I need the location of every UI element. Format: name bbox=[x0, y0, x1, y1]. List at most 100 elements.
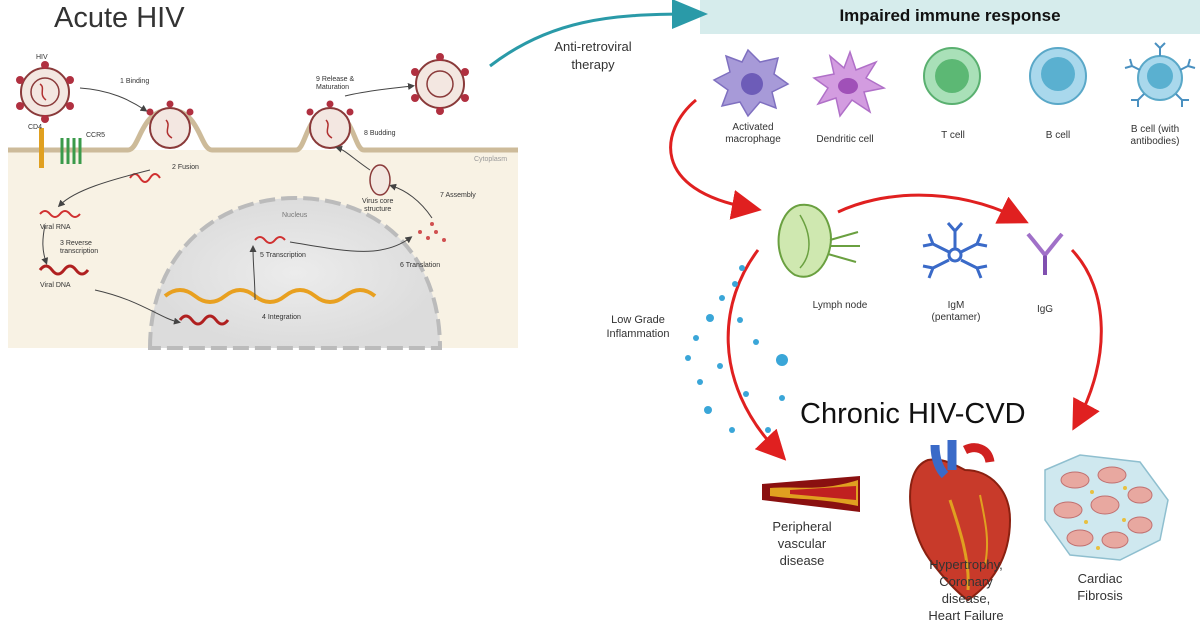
hiv-label: HIV bbox=[36, 54, 48, 61]
ccr5-label: CCR5 bbox=[86, 132, 106, 139]
dendritic-cell-icon bbox=[812, 49, 887, 118]
viral-rna-strand bbox=[39, 210, 81, 218]
peripheral-line3: disease bbox=[779, 553, 825, 568]
peripheral-line2: vascular bbox=[777, 536, 827, 551]
b-cell-label: B cell bbox=[1045, 130, 1071, 141]
hiv-virion-left bbox=[16, 61, 74, 123]
immune-cells bbox=[712, 42, 1196, 118]
step-7-number: 7 bbox=[440, 192, 444, 199]
step-9-label: 9 Release & Maturation bbox=[316, 76, 378, 92]
step-2-text: Fusion bbox=[177, 164, 199, 171]
ccr5-receptor bbox=[60, 138, 82, 164]
step-8-text: Budding bbox=[369, 130, 396, 137]
step-8-label: 8 Budding bbox=[364, 130, 396, 138]
transcribed-rna bbox=[254, 236, 286, 244]
step-4-label: 4 Integration bbox=[262, 314, 301, 322]
chronic-hiv-cvd-title: Chronic HIV-CVD bbox=[800, 398, 1026, 430]
cd4-receptor bbox=[39, 128, 44, 168]
virus-core-line2: structure bbox=[364, 206, 392, 213]
heart-line3: disease, bbox=[941, 591, 991, 606]
step-7-label: 7 Assembly bbox=[440, 192, 476, 200]
t-cell-label: T cell bbox=[941, 130, 965, 141]
host-dna bbox=[163, 288, 377, 304]
viral-rna-label: Viral RNA bbox=[40, 224, 71, 231]
igg-icon bbox=[1026, 232, 1064, 275]
hiv-lifecycle-panel bbox=[8, 53, 518, 350]
inflammation-label: Low Grade Inflammation bbox=[588, 313, 688, 341]
heart-disease-label: Hypertrophy, Coronary disease, Heart Fai… bbox=[906, 556, 1026, 624]
inflammation-line2: Inflammation bbox=[606, 328, 670, 340]
igm-line2: (pentamer) bbox=[931, 312, 981, 323]
therapy-label-line1: Anti-retroviral bbox=[554, 39, 632, 54]
viral-dna-label: Viral DNA bbox=[40, 282, 71, 289]
heart-line2: Coronary bbox=[939, 574, 993, 589]
therapy-label-line2: therapy bbox=[571, 57, 615, 72]
nucleus bbox=[147, 195, 443, 350]
blood-vessel-icon bbox=[762, 476, 860, 512]
impaired-immune-title: Impaired immune response bbox=[839, 6, 1061, 25]
step-2-label: 2 Fusion bbox=[172, 164, 199, 172]
virus-core-structure bbox=[369, 164, 391, 196]
fibrosis-tissue-icon bbox=[1044, 454, 1169, 561]
step-7-text: Assembly bbox=[445, 192, 476, 199]
fibrosis-label: Cardiac Fibrosis bbox=[1060, 570, 1140, 604]
heart-line4: Heart Failure bbox=[928, 608, 1004, 623]
b-cell-antibodies-label: B cell (with antibodies) bbox=[1130, 124, 1180, 147]
cytoplasm-label: Cytoplasm bbox=[474, 156, 508, 163]
lymph-node-label: Lymph node bbox=[812, 300, 868, 311]
virus-core-label: Virus core structure bbox=[362, 198, 393, 214]
step-4-text: Integration bbox=[267, 314, 301, 321]
b-cell-icon bbox=[1029, 47, 1087, 105]
igm-pentamer-icon bbox=[922, 222, 988, 279]
virus-core-line1: Virus core bbox=[362, 198, 394, 205]
t-cell-icon bbox=[923, 47, 981, 105]
step-3-label: 3 Reverse transcription bbox=[60, 240, 120, 256]
step-5-number: 5 bbox=[260, 252, 264, 259]
step-9-text: Release & Maturation bbox=[316, 76, 355, 91]
red-arrows bbox=[669, 98, 1103, 461]
viral-dna-strand bbox=[38, 264, 90, 276]
dendritic-cell-label: Dendritic cell bbox=[816, 134, 874, 145]
step-8-number: 8 bbox=[364, 130, 368, 137]
impaired-immune-banner: Impaired immune response bbox=[700, 0, 1200, 34]
peripheral-disease-label: Peripheral vascular disease bbox=[752, 518, 852, 569]
peripheral-line1: Peripheral bbox=[772, 519, 832, 534]
igm-label: IgM (pentamer) bbox=[920, 300, 992, 324]
heart-icon bbox=[909, 440, 1012, 602]
nucleus-label: Nucleus bbox=[282, 212, 308, 219]
step-5-text: Transcription bbox=[265, 252, 306, 259]
hiv-virion-budding bbox=[306, 100, 354, 149]
hiv-virion-binding bbox=[146, 100, 194, 149]
step-3-number: 3 bbox=[60, 240, 64, 247]
cd4-label: CD4 bbox=[28, 124, 43, 131]
step-9-number: 9 bbox=[316, 76, 320, 83]
step-4-number: 4 bbox=[262, 314, 266, 321]
fibrosis-line1: Cardiac bbox=[1077, 571, 1123, 586]
step-1-text: Binding bbox=[125, 78, 150, 85]
therapy-arrow bbox=[489, 0, 708, 68]
hiv-virion-released bbox=[411, 53, 469, 115]
macrophage-icon bbox=[712, 48, 790, 118]
step-5-label: 5 Transcription bbox=[260, 252, 306, 260]
step-1-number: 1 bbox=[120, 78, 124, 85]
step-6-number: 6 bbox=[400, 262, 404, 269]
igg-label: IgG bbox=[1036, 304, 1054, 315]
step-6-label: 6 Translation bbox=[400, 262, 440, 270]
macrophage-label: Activated macrophage bbox=[725, 122, 781, 145]
acute-hiv-title: Acute HIV bbox=[54, 2, 185, 34]
step-2-number: 2 bbox=[172, 164, 176, 171]
therapy-label: Anti-retroviral therapy bbox=[538, 38, 648, 74]
lifecycle-arrows bbox=[41, 82, 433, 325]
translated-proteins bbox=[418, 222, 446, 242]
inflammation-dots bbox=[685, 265, 788, 433]
cell-membrane bbox=[8, 107, 518, 153]
step-1-label: 1 Binding bbox=[120, 78, 149, 86]
b-cell-antibodies-icon bbox=[1124, 42, 1196, 107]
step-6-text: Translation bbox=[405, 262, 441, 269]
step-3-text: Reverse transcription bbox=[60, 240, 99, 255]
lymph-node-icon bbox=[777, 203, 860, 278]
inflammation-line1: Low Grade bbox=[611, 314, 665, 326]
fibrosis-line2: Fibrosis bbox=[1077, 588, 1123, 603]
igm-line1: IgM bbox=[947, 300, 965, 311]
